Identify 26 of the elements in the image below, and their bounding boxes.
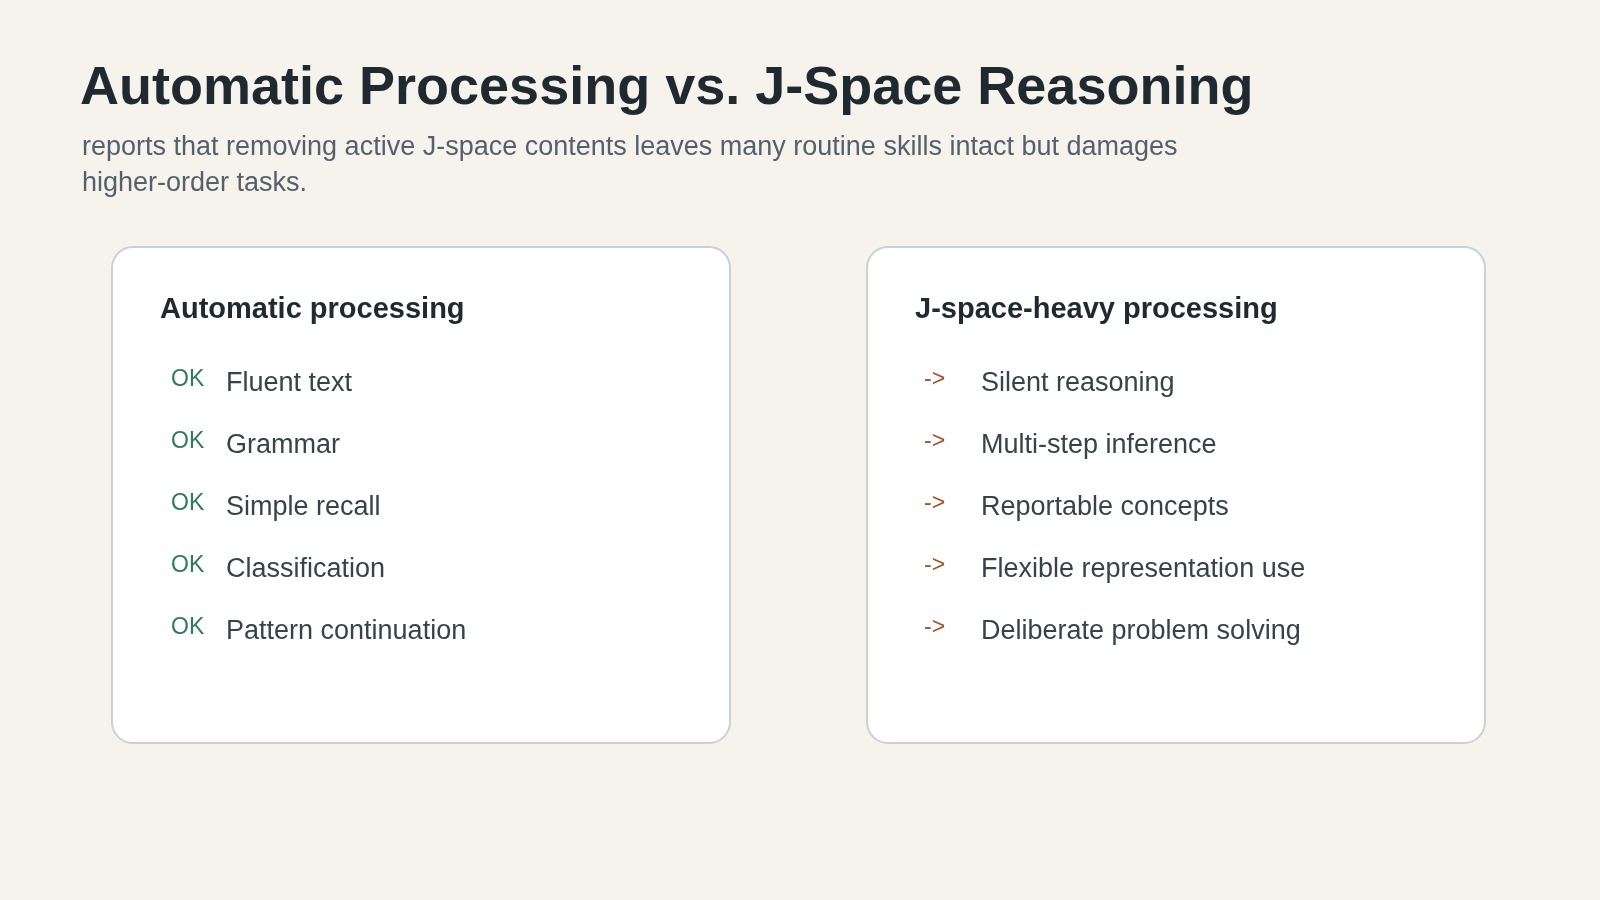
bullet-marker: -> (924, 550, 946, 578)
bullet-marker: OK (171, 426, 205, 454)
card-panel (866, 246, 1486, 744)
subtitle-text: reports that removing active J-space contents leaves many routine skills intact but damages higher-order tasks. (82, 130, 1179, 199)
page-title: Automatic Processing vs. J-Space Reasoning (80, 56, 1254, 116)
card-panel (111, 246, 731, 744)
bullet-marker: -> (924, 612, 946, 640)
list-item-text: Reportable concepts (981, 490, 1229, 522)
list-item-text: Silent reasoning (981, 366, 1175, 398)
card-heading: J-space-heavy processing (915, 292, 1278, 325)
list-item-text: Classification (226, 552, 386, 584)
list-item-text: Flexible representation use (981, 552, 1306, 584)
bullet-marker: -> (924, 426, 946, 454)
bullet-marker: OK (171, 550, 205, 578)
list-item-text: Deliberate problem solving (981, 614, 1301, 646)
bullet-marker: -> (924, 364, 946, 392)
list-item-text: Simple recall (226, 490, 381, 522)
bullet-marker: OK (171, 612, 205, 640)
bullet-marker: OK (171, 488, 205, 516)
list-item-text: Pattern continuation (226, 614, 467, 646)
bullet-marker: OK (171, 364, 205, 392)
card-heading: Automatic processing (160, 292, 465, 325)
list-item-text: Multi-step inference (981, 428, 1217, 460)
list-item-text: Grammar (226, 428, 340, 460)
list-item-text: Fluent text (226, 366, 353, 398)
bullet-marker: -> (924, 488, 946, 516)
